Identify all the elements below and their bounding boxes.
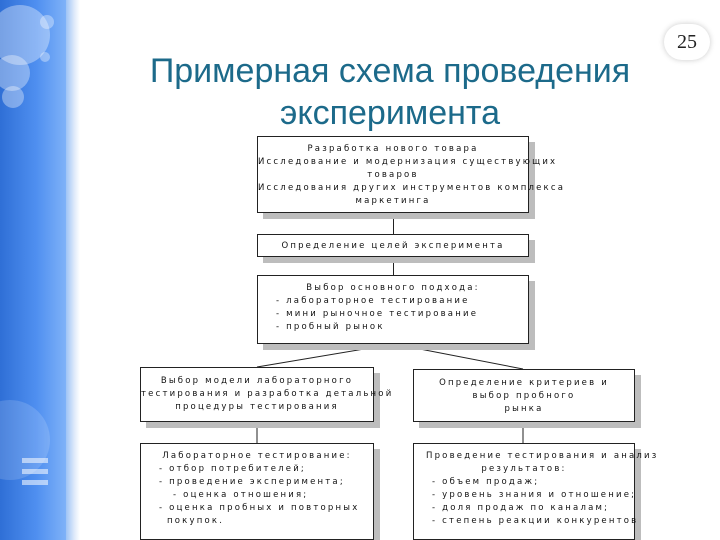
box-text: - уровень знания и отношение; [432,490,637,500]
box-text: Лабораторное тестирование: [162,451,352,461]
box-criteria: Определение критериев и выбор пробного р… [413,369,635,422]
decorative-sidebar [0,0,66,540]
title-line: эксперимента [280,94,500,132]
box-text: Разработка нового товара [307,144,479,154]
box-text: выбор пробного [472,391,576,401]
box-text: - отбор потребителей; [159,464,306,474]
decor-circle [0,5,50,65]
decor-circle [2,86,24,108]
box-text: рынка [504,404,544,414]
box-text: покупок. [167,516,225,526]
box-text: Выбор модели лабораторного [160,376,354,386]
box-text: Исследование и модернизация существующих [258,157,558,167]
decor-circle [40,52,50,62]
connector-line [393,257,394,275]
connector-line [393,213,394,234]
box-text: Определение целей эксперимента [281,241,505,251]
box-lab-testing: Лабораторное тестирование: - отбор потре… [140,443,374,540]
box-text: - проведение эксперимента; [159,477,345,487]
box-text: - оценка пробных и повторных [159,503,360,513]
decor-circle [0,55,30,91]
box-text: - лабораторное тестирование [276,296,470,306]
box-text: - пробный рынок [276,322,385,332]
box-text: результатов: [481,464,567,474]
box-text: - объем продаж; [432,477,540,487]
box-text: процедуры тестирования [175,402,339,412]
page-number-badge: 25 [664,24,710,60]
sidebar-divider [66,0,80,540]
box-approach-selection: Выбор основного подхода: - лабораторное … [257,275,529,344]
box-text: маркетинга [355,196,431,206]
box-experiment-goals: Определение целей эксперимента [257,234,529,257]
title-line: Примерная схема проведения [149,52,631,90]
box-text: Проведение тестирования и анализ [426,451,659,461]
box-text: Исследования других инструментов комплек… [258,183,566,193]
box-product-development: Разработка нового товара Исследование и … [257,136,566,213]
box-text: - оценка отношения; [173,490,309,500]
box-text: - мини рыночное тестирование [276,309,479,319]
box-text: тестирования и разработка детальной [141,389,394,399]
box-text: Определение критериев и [439,378,609,388]
box-text: товаров [367,170,419,180]
box-lab-model: Выбор модели лабораторного тестирования … [140,367,394,422]
box-text: - доля продаж по каналам; [432,503,610,513]
box-text: Выбор основного подхода: [306,283,480,293]
box-text: - степень реакции конкурентов [432,516,639,526]
slide-title: Примерная схема проведения эксперимента [110,50,670,134]
box-test-analysis: Проведение тестирования и анализ результ… [413,443,659,540]
decor-circle [40,15,54,29]
decor-bars [22,458,48,485]
